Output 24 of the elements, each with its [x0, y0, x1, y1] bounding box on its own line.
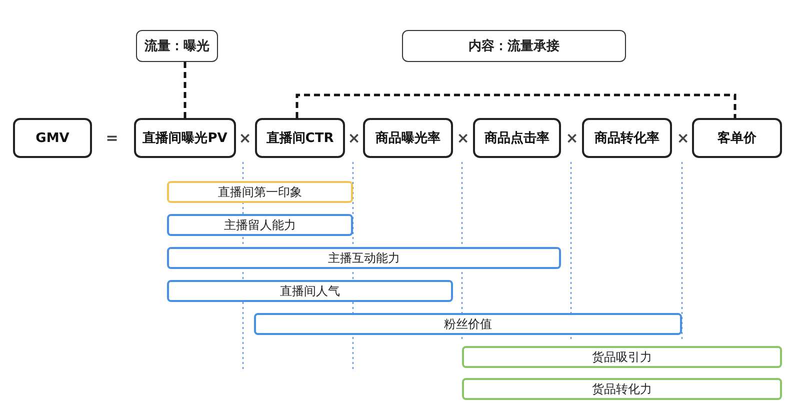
formula-term-box: 商品转化率 — [582, 118, 672, 158]
multiply-sign: × — [676, 129, 690, 147]
formula-term-box: 商品曝光率 — [363, 118, 453, 158]
formula-term-box: 客单价 — [692, 118, 782, 158]
capability-bar: 主播留人能力 — [167, 214, 353, 236]
dashed-connector — [296, 94, 736, 118]
category-box: 流量：曝光 — [136, 30, 218, 62]
formula-term-box: 直播间曝光PV — [134, 118, 236, 158]
capability-bar: 直播间第一印象 — [167, 181, 353, 203]
equals-sign: = — [106, 129, 118, 147]
capability-bar: 货品转化力 — [462, 378, 782, 400]
multiply-sign: × — [456, 129, 470, 147]
capability-bar: 主播互动能力 — [167, 247, 561, 269]
formula-term-box: GMV — [13, 118, 92, 158]
multiply-sign: × — [238, 129, 252, 147]
multiply-sign: × — [566, 129, 578, 147]
capability-bar: 直播间人气 — [167, 280, 453, 302]
capability-bar: 货品吸引力 — [462, 346, 782, 368]
category-box: 内容：流量承接 — [402, 30, 626, 62]
formula-term-box: 直播间CTR — [255, 118, 345, 158]
dashed-connector — [184, 62, 186, 118]
formula-term-box: 商品点击率 — [473, 118, 561, 158]
capability-bar: 粉丝价值 — [254, 313, 682, 335]
multiply-sign: × — [348, 129, 360, 147]
